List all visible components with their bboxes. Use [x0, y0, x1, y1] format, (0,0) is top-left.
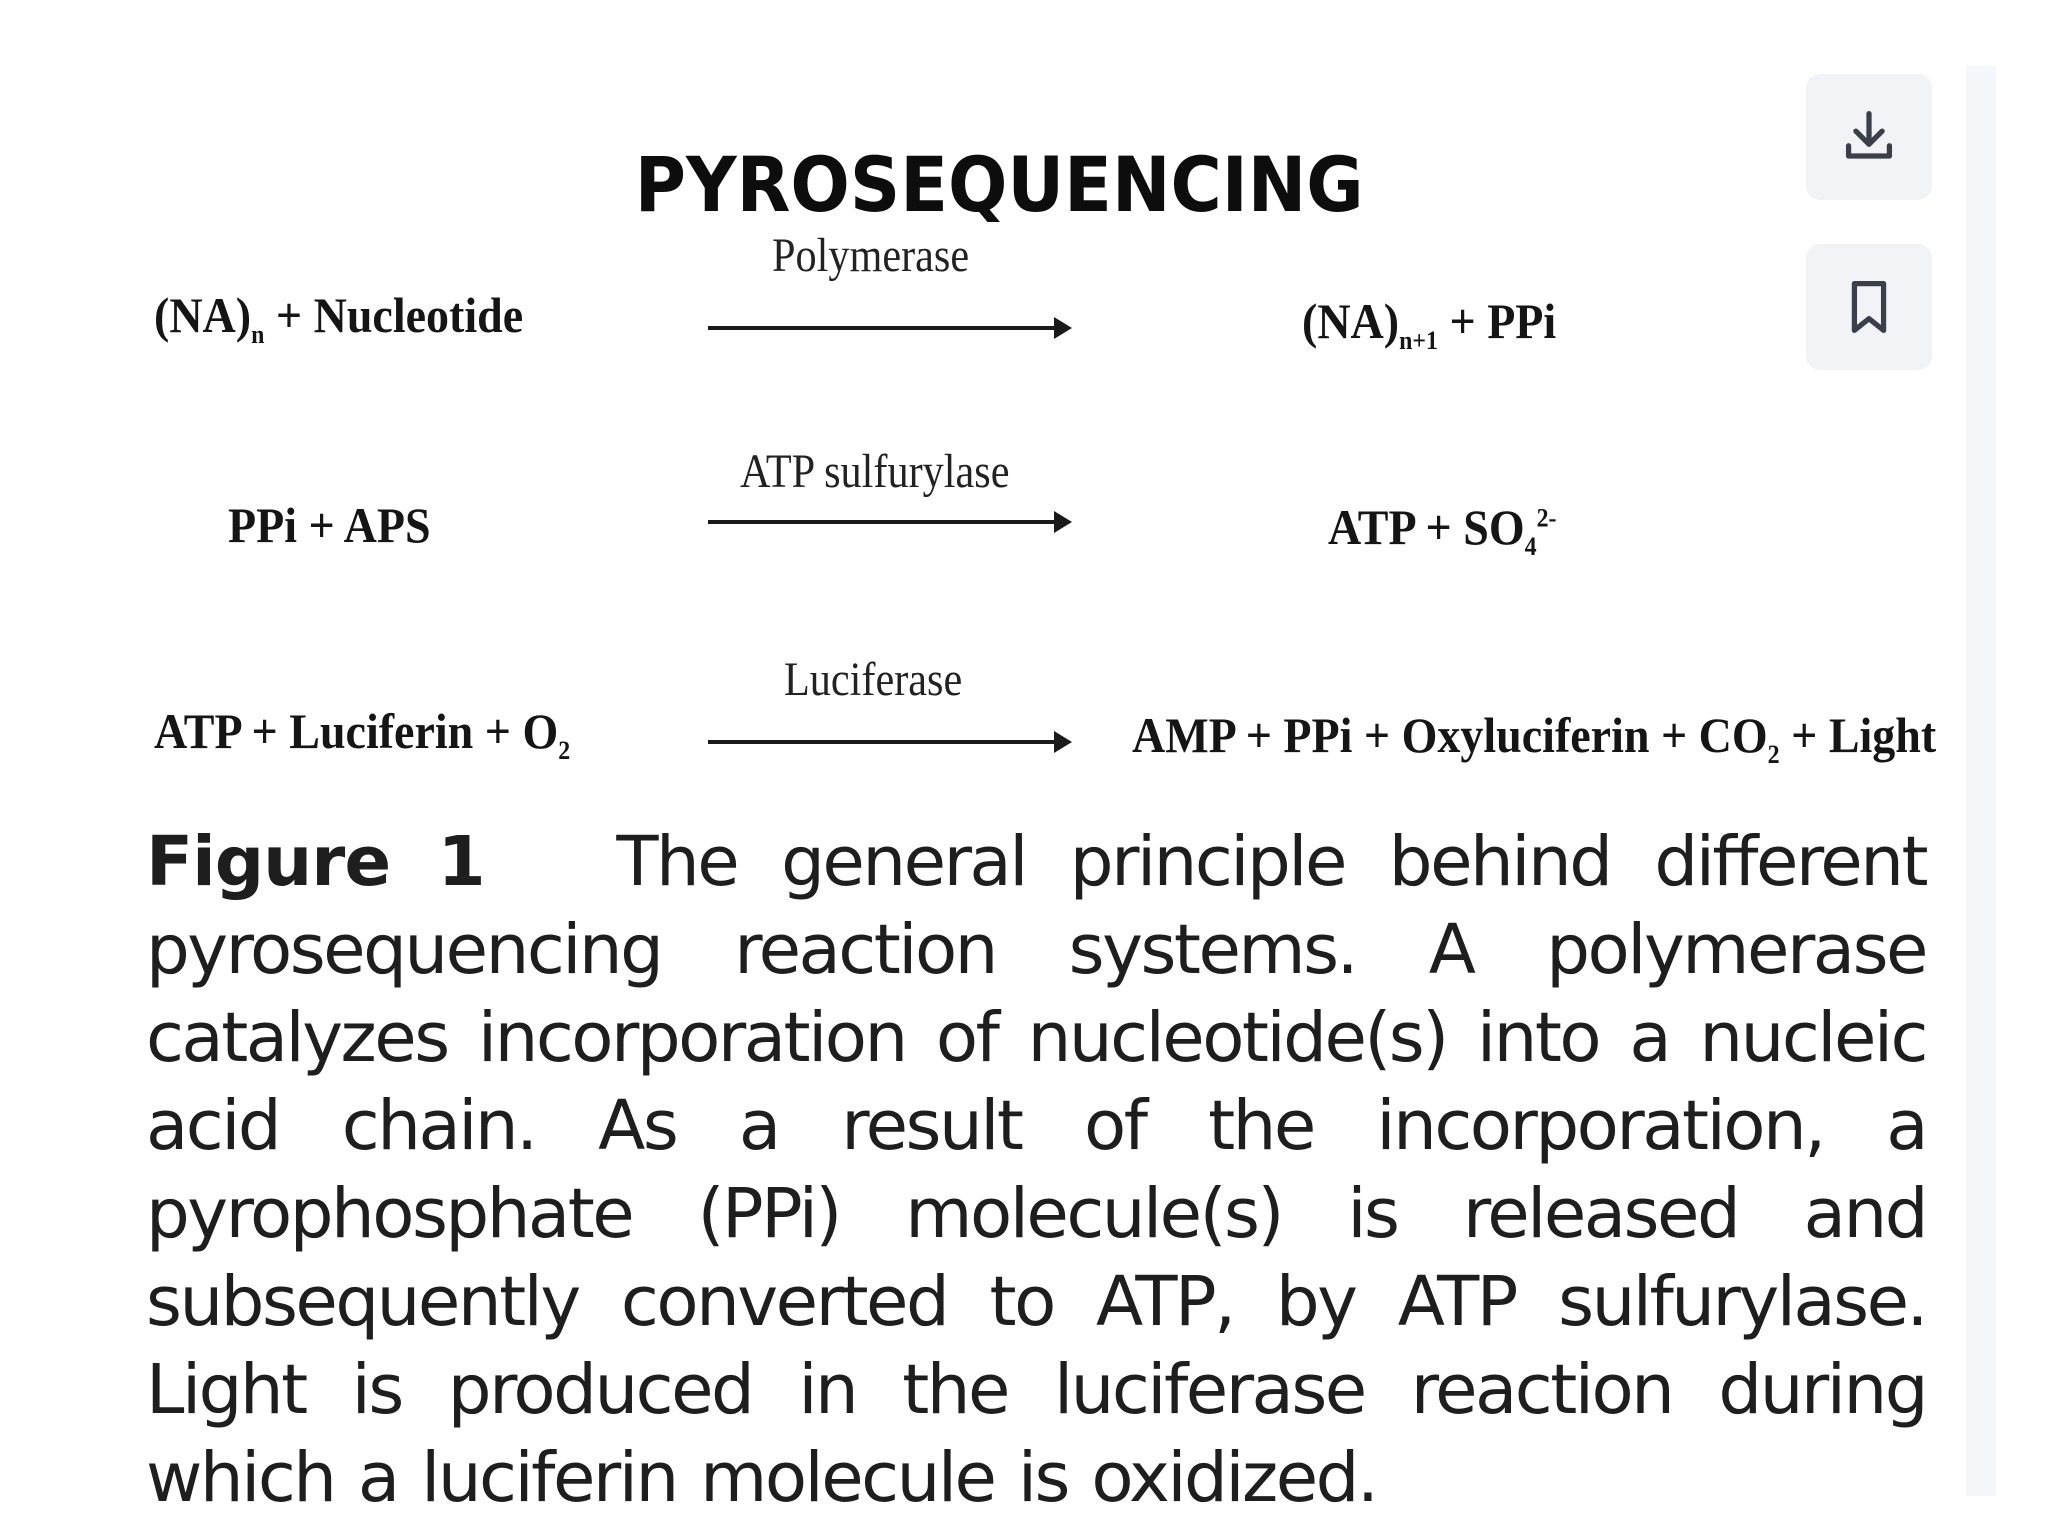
reaction-right: AMP + PPi + Oxyluciferin + CO2 + Light [1132, 707, 1937, 769]
reaction-left: (NA)n + Nucleotide [154, 287, 524, 349]
enzyme-label: Polymerase [772, 229, 970, 282]
reaction-arrow [708, 317, 1072, 339]
download-button[interactable] [1806, 74, 1932, 200]
reaction-left: PPi + APS [228, 497, 431, 553]
scrollbar-track[interactable] [1966, 66, 1996, 1496]
enzyme-label: Luciferase [784, 653, 963, 706]
figure-caption: Figure 1 The general principle behind di… [146, 818, 1929, 1522]
reaction-right: (NA)n+1 + PPi [1302, 293, 1557, 355]
download-icon [1845, 111, 1893, 159]
figure-label: Figure 1 [146, 822, 486, 902]
reaction-arrow [708, 511, 1072, 533]
bookmark-icon [1851, 281, 1887, 333]
enzyme-label: ATP sulfurylase [740, 445, 1010, 498]
diagram-title: PYROSEQUENCING [634, 140, 1364, 229]
image-card [0, 0, 1992, 1500]
figure-caption-text: The general principle behind different p… [146, 822, 1929, 1518]
bookmark-button[interactable] [1806, 244, 1932, 370]
reaction-arrow [708, 731, 1072, 753]
reaction-left: ATP + Luciferin + O2 [154, 703, 571, 765]
reaction-right: ATP + SO42- [1328, 499, 1557, 561]
